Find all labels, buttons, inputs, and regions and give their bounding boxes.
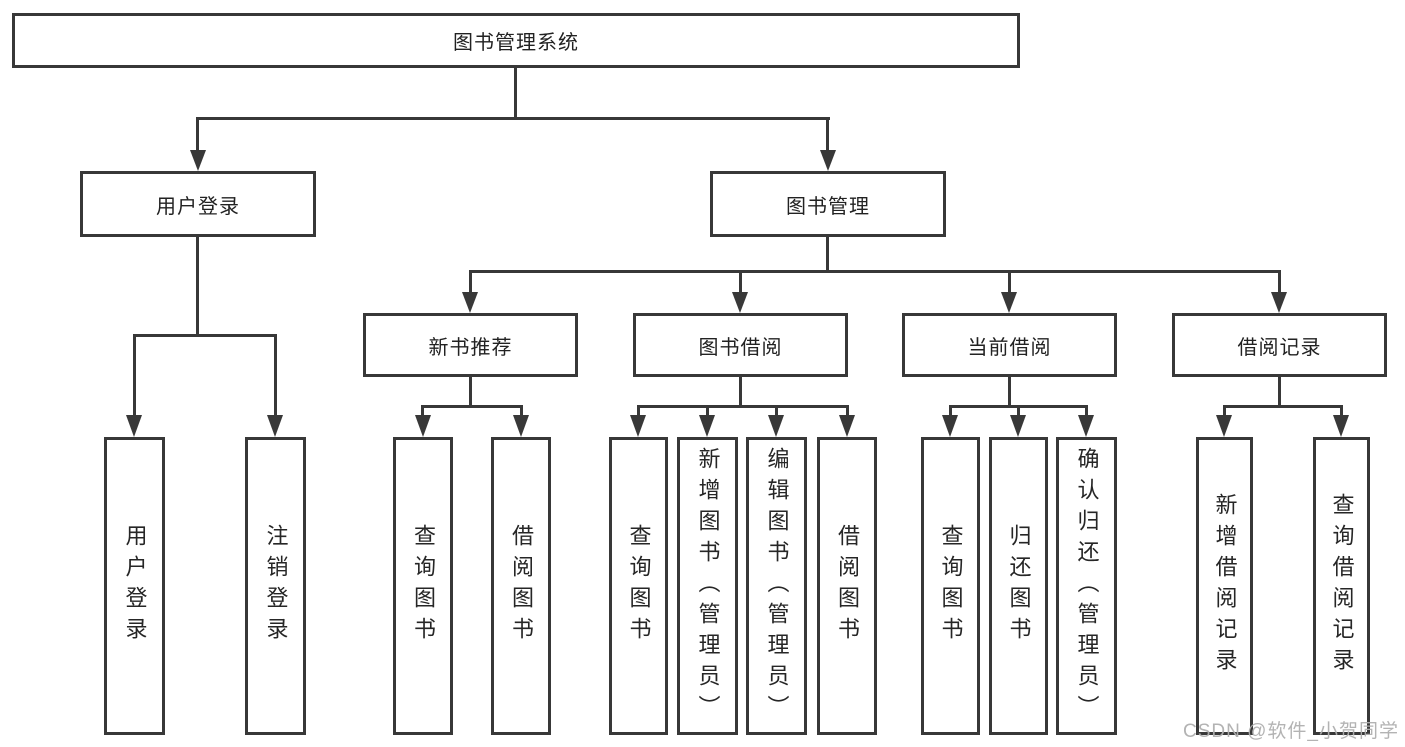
connector-drop-leaf-query-books-borrow — [637, 405, 640, 417]
connector-user-login-stem — [196, 235, 199, 337]
connector-root-stem — [514, 67, 517, 119]
connector-drop-book-management — [826, 117, 829, 152]
connector-drop-leaf-confirm-return — [1085, 405, 1088, 417]
connector-drop-leaf-return-books — [1017, 405, 1020, 417]
arrowhead-new-book-recommend — [462, 292, 478, 313]
connector-book-borrow-bar — [637, 405, 848, 408]
leaf-logout: 注销登录 — [245, 437, 306, 735]
leaf-borrow-books-label: 借阅图书 — [835, 524, 860, 648]
leaf-logout-label: 注销登录 — [263, 524, 289, 648]
connector-drop-book-borrow — [739, 270, 742, 293]
node-new-book-recommend: 新书推荐 — [363, 313, 578, 377]
connector-drop-leaf-borrow-books — [846, 405, 849, 417]
node-user-login: 用户登录 — [80, 171, 316, 237]
node-current-borrow-label: 当前借阅 — [967, 336, 1052, 359]
arrowhead-leaf-query-books-current — [942, 415, 958, 437]
leaf-query-books-recommend: 查询图书 — [393, 437, 453, 735]
csdn-watermark: CSDN @软件_小贺同学 — [1183, 721, 1399, 742]
connector-new-book-recommend-bar — [422, 405, 523, 408]
arrowhead-leaf-add-borrow-record — [1216, 415, 1232, 437]
leaf-add-borrow-record: 新增借阅记录 — [1196, 437, 1253, 735]
node-book-borrow: 图书借阅 — [633, 313, 848, 377]
node-library-management-system-label: 图书管理系统 — [453, 32, 579, 54]
leaf-confirm-return-admin: 确认归还（管理员） — [1056, 437, 1117, 735]
connector-drop-leaf-query-books-current — [949, 405, 952, 417]
arrowhead-user-login — [190, 150, 206, 171]
arrowhead-leaf-add-books-admin — [699, 415, 715, 437]
leaf-query-borrow-record-label: 查询借阅记录 — [1329, 493, 1355, 679]
connector-drop-leaf-user-login — [133, 334, 136, 417]
leaf-query-books-recommend-label: 查询图书 — [411, 524, 436, 648]
arrowhead-leaf-user-login — [126, 415, 142, 437]
connector-drop-leaf-query-borrow-record — [1340, 405, 1343, 417]
arrowhead-leaf-edit-books-admin — [768, 415, 784, 437]
connector-borrow-records-stem — [1278, 375, 1281, 408]
arrowhead-leaf-borrow-books — [839, 415, 855, 437]
arrowhead-leaf-query-books-borrow — [630, 415, 646, 437]
leaf-query-books-borrow: 查询图书 — [609, 437, 668, 735]
leaf-confirm-return-admin-label: 确认归还（管理员） — [1074, 446, 1100, 726]
connector-drop-current-borrow — [1008, 270, 1011, 293]
arrowhead-leaf-logout — [267, 415, 283, 437]
connector-book-borrow-stem — [739, 375, 742, 408]
arrowhead-leaf-borrow-books-recommend — [513, 415, 529, 437]
leaf-query-books-current: 查询图书 — [921, 437, 980, 735]
arrowhead-leaf-confirm-return — [1078, 415, 1094, 437]
leaf-query-books-borrow-label: 查询图书 — [626, 524, 652, 648]
leaf-borrow-books-recommend-label: 借阅图书 — [509, 524, 534, 648]
connector-book-management-stem — [826, 235, 829, 273]
leaf-user-login: 用户登录 — [104, 437, 165, 735]
connector-drop-user-login — [196, 117, 199, 152]
node-book-management: 图书管理 — [710, 171, 946, 237]
connector-root-bar — [196, 117, 830, 120]
node-current-borrow: 当前借阅 — [902, 313, 1117, 377]
leaf-query-borrow-record: 查询借阅记录 — [1313, 437, 1370, 735]
connector-user-login-bar — [133, 334, 277, 337]
connector-new-book-recommend-stem — [469, 375, 472, 408]
leaf-edit-books-admin: 编辑图书（管理员） — [746, 437, 807, 735]
leaf-borrow-books: 借阅图书 — [817, 437, 877, 735]
arrowhead-book-management — [820, 150, 836, 171]
node-user-login-label: 用户登录 — [156, 195, 240, 218]
leaf-user-login-label: 用户登录 — [122, 524, 148, 648]
leaf-borrow-books-recommend: 借阅图书 — [491, 437, 551, 735]
connector-book-management-bar — [469, 270, 1281, 273]
node-book-borrow-label: 图书借阅 — [698, 336, 783, 359]
node-book-management-label: 图书管理 — [786, 195, 870, 218]
arrowhead-leaf-return-books — [1010, 415, 1026, 437]
arrowhead-book-borrow — [732, 292, 748, 313]
leaf-return-books: 归还图书 — [989, 437, 1048, 735]
connector-drop-leaf-borrow-books-recommend — [520, 405, 523, 417]
leaf-query-books-current-label: 查询图书 — [938, 524, 964, 648]
leaf-edit-books-admin-label: 编辑图书（管理员） — [764, 446, 790, 726]
connector-drop-leaf-logout — [274, 334, 277, 417]
leaf-add-books-admin-label: 新增图书（管理员） — [695, 446, 721, 726]
leaf-add-borrow-record-label: 新增借阅记录 — [1212, 493, 1238, 679]
node-borrow-records-label: 借阅记录 — [1237, 336, 1322, 359]
arrowhead-borrow-records — [1271, 292, 1287, 313]
connector-borrow-records-bar — [1223, 405, 1343, 408]
connector-drop-leaf-edit-books-admin — [775, 405, 778, 417]
node-new-book-recommend-label: 新书推荐 — [428, 336, 513, 359]
connector-drop-leaf-query-books-recommend — [421, 405, 424, 417]
leaf-return-books-label: 归还图书 — [1006, 524, 1032, 648]
connector-drop-borrow-records — [1278, 270, 1281, 293]
arrowhead-leaf-query-borrow-record — [1333, 415, 1349, 437]
arrowhead-leaf-query-books-recommend — [415, 415, 431, 437]
leaf-add-books-admin: 新增图书（管理员） — [677, 437, 738, 735]
node-borrow-records: 借阅记录 — [1172, 313, 1387, 377]
arrowhead-current-borrow — [1001, 292, 1017, 313]
connector-drop-leaf-add-borrow-record — [1223, 405, 1226, 417]
connector-drop-leaf-add-books-admin — [706, 405, 709, 417]
node-library-management-system: 图书管理系统 — [12, 13, 1020, 68]
connector-current-borrow-stem — [1008, 375, 1011, 408]
connector-drop-new-book-recommend — [469, 270, 472, 293]
